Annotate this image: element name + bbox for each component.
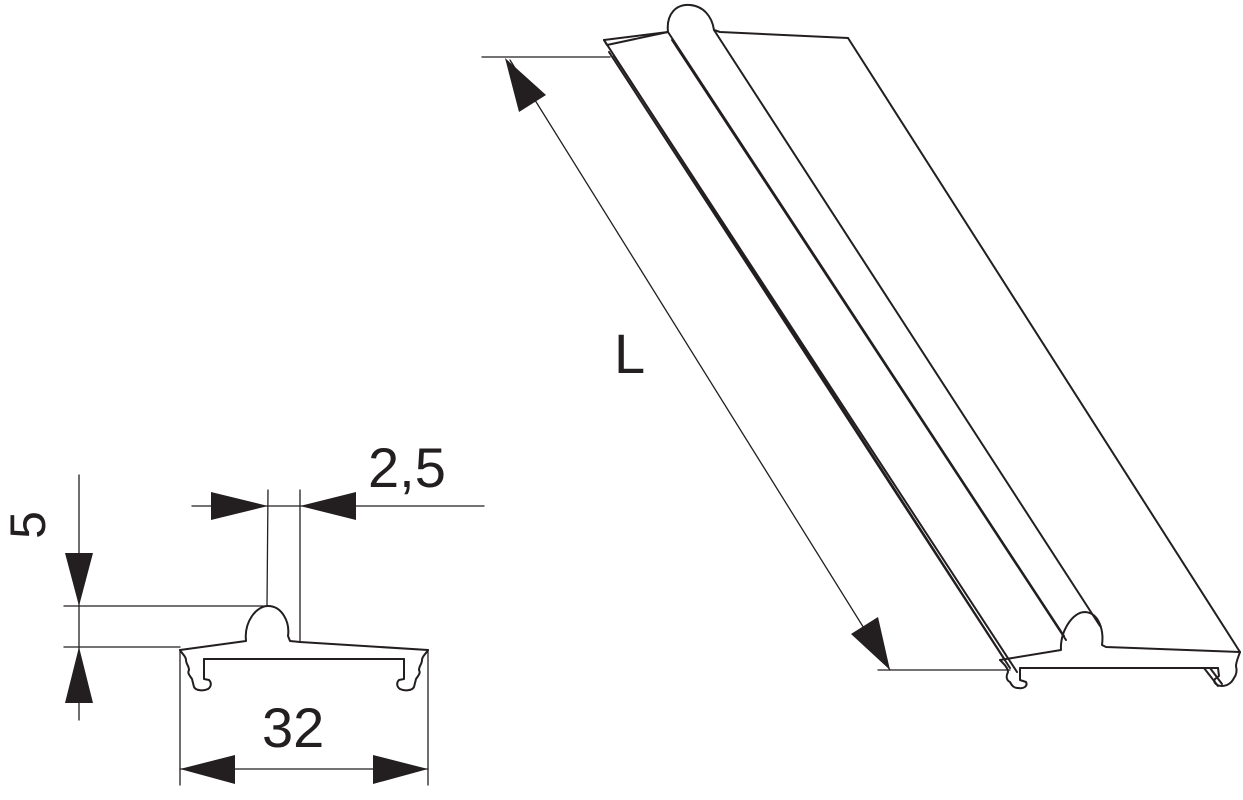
- arrowheads-length: [505, 58, 890, 670]
- dimension-label-width: 32: [262, 696, 325, 759]
- dimension-length-L: [481, 56, 1011, 671]
- isometric-strip: [603, 3, 1241, 690]
- dimension-label-bulb-width: 2,5: [368, 436, 446, 499]
- dimension-label-length: L: [614, 322, 646, 385]
- arrowheads-bulb-width: [211, 492, 356, 520]
- arrowheads-height: [65, 553, 93, 703]
- dimension-label-height: 5: [0, 511, 56, 539]
- cross-section-profile: [179, 605, 429, 692]
- arrowheads-width: [180, 755, 428, 784]
